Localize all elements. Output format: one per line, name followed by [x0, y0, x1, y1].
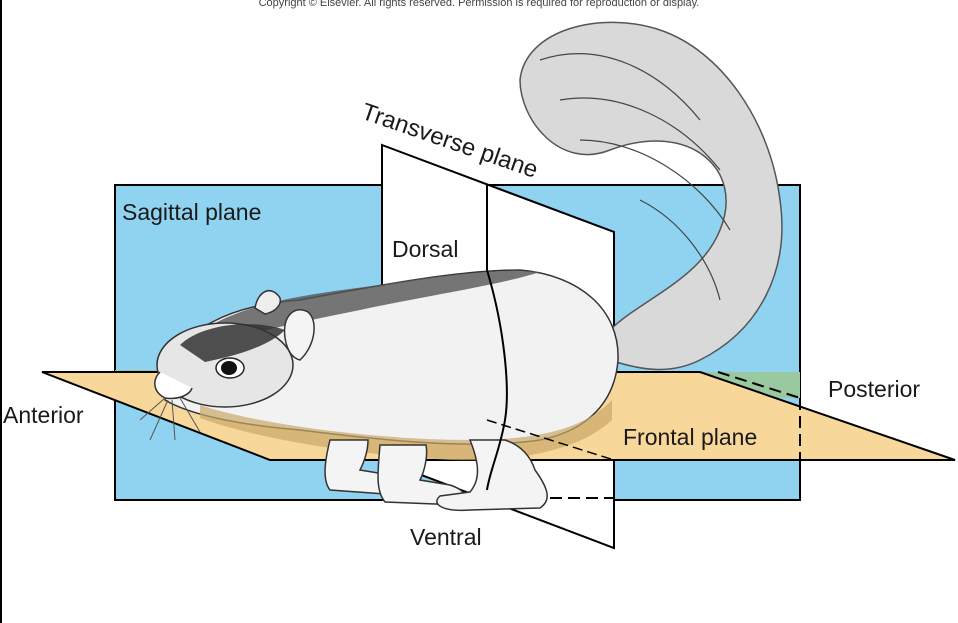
copyright-notice: Copyright © Elsevier. All rights reserve… — [259, 0, 700, 9]
squirrel-pupil — [221, 361, 237, 375]
sagittal-plane-label: Sagittal plane — [122, 199, 261, 225]
anterior-label: Anterior — [3, 402, 84, 428]
posterior-label: Posterior — [828, 376, 920, 402]
frontal-plane-label: Frontal plane — [623, 424, 757, 450]
dorsal-label: Dorsal — [392, 236, 458, 262]
ventral-label: Ventral — [410, 524, 482, 550]
